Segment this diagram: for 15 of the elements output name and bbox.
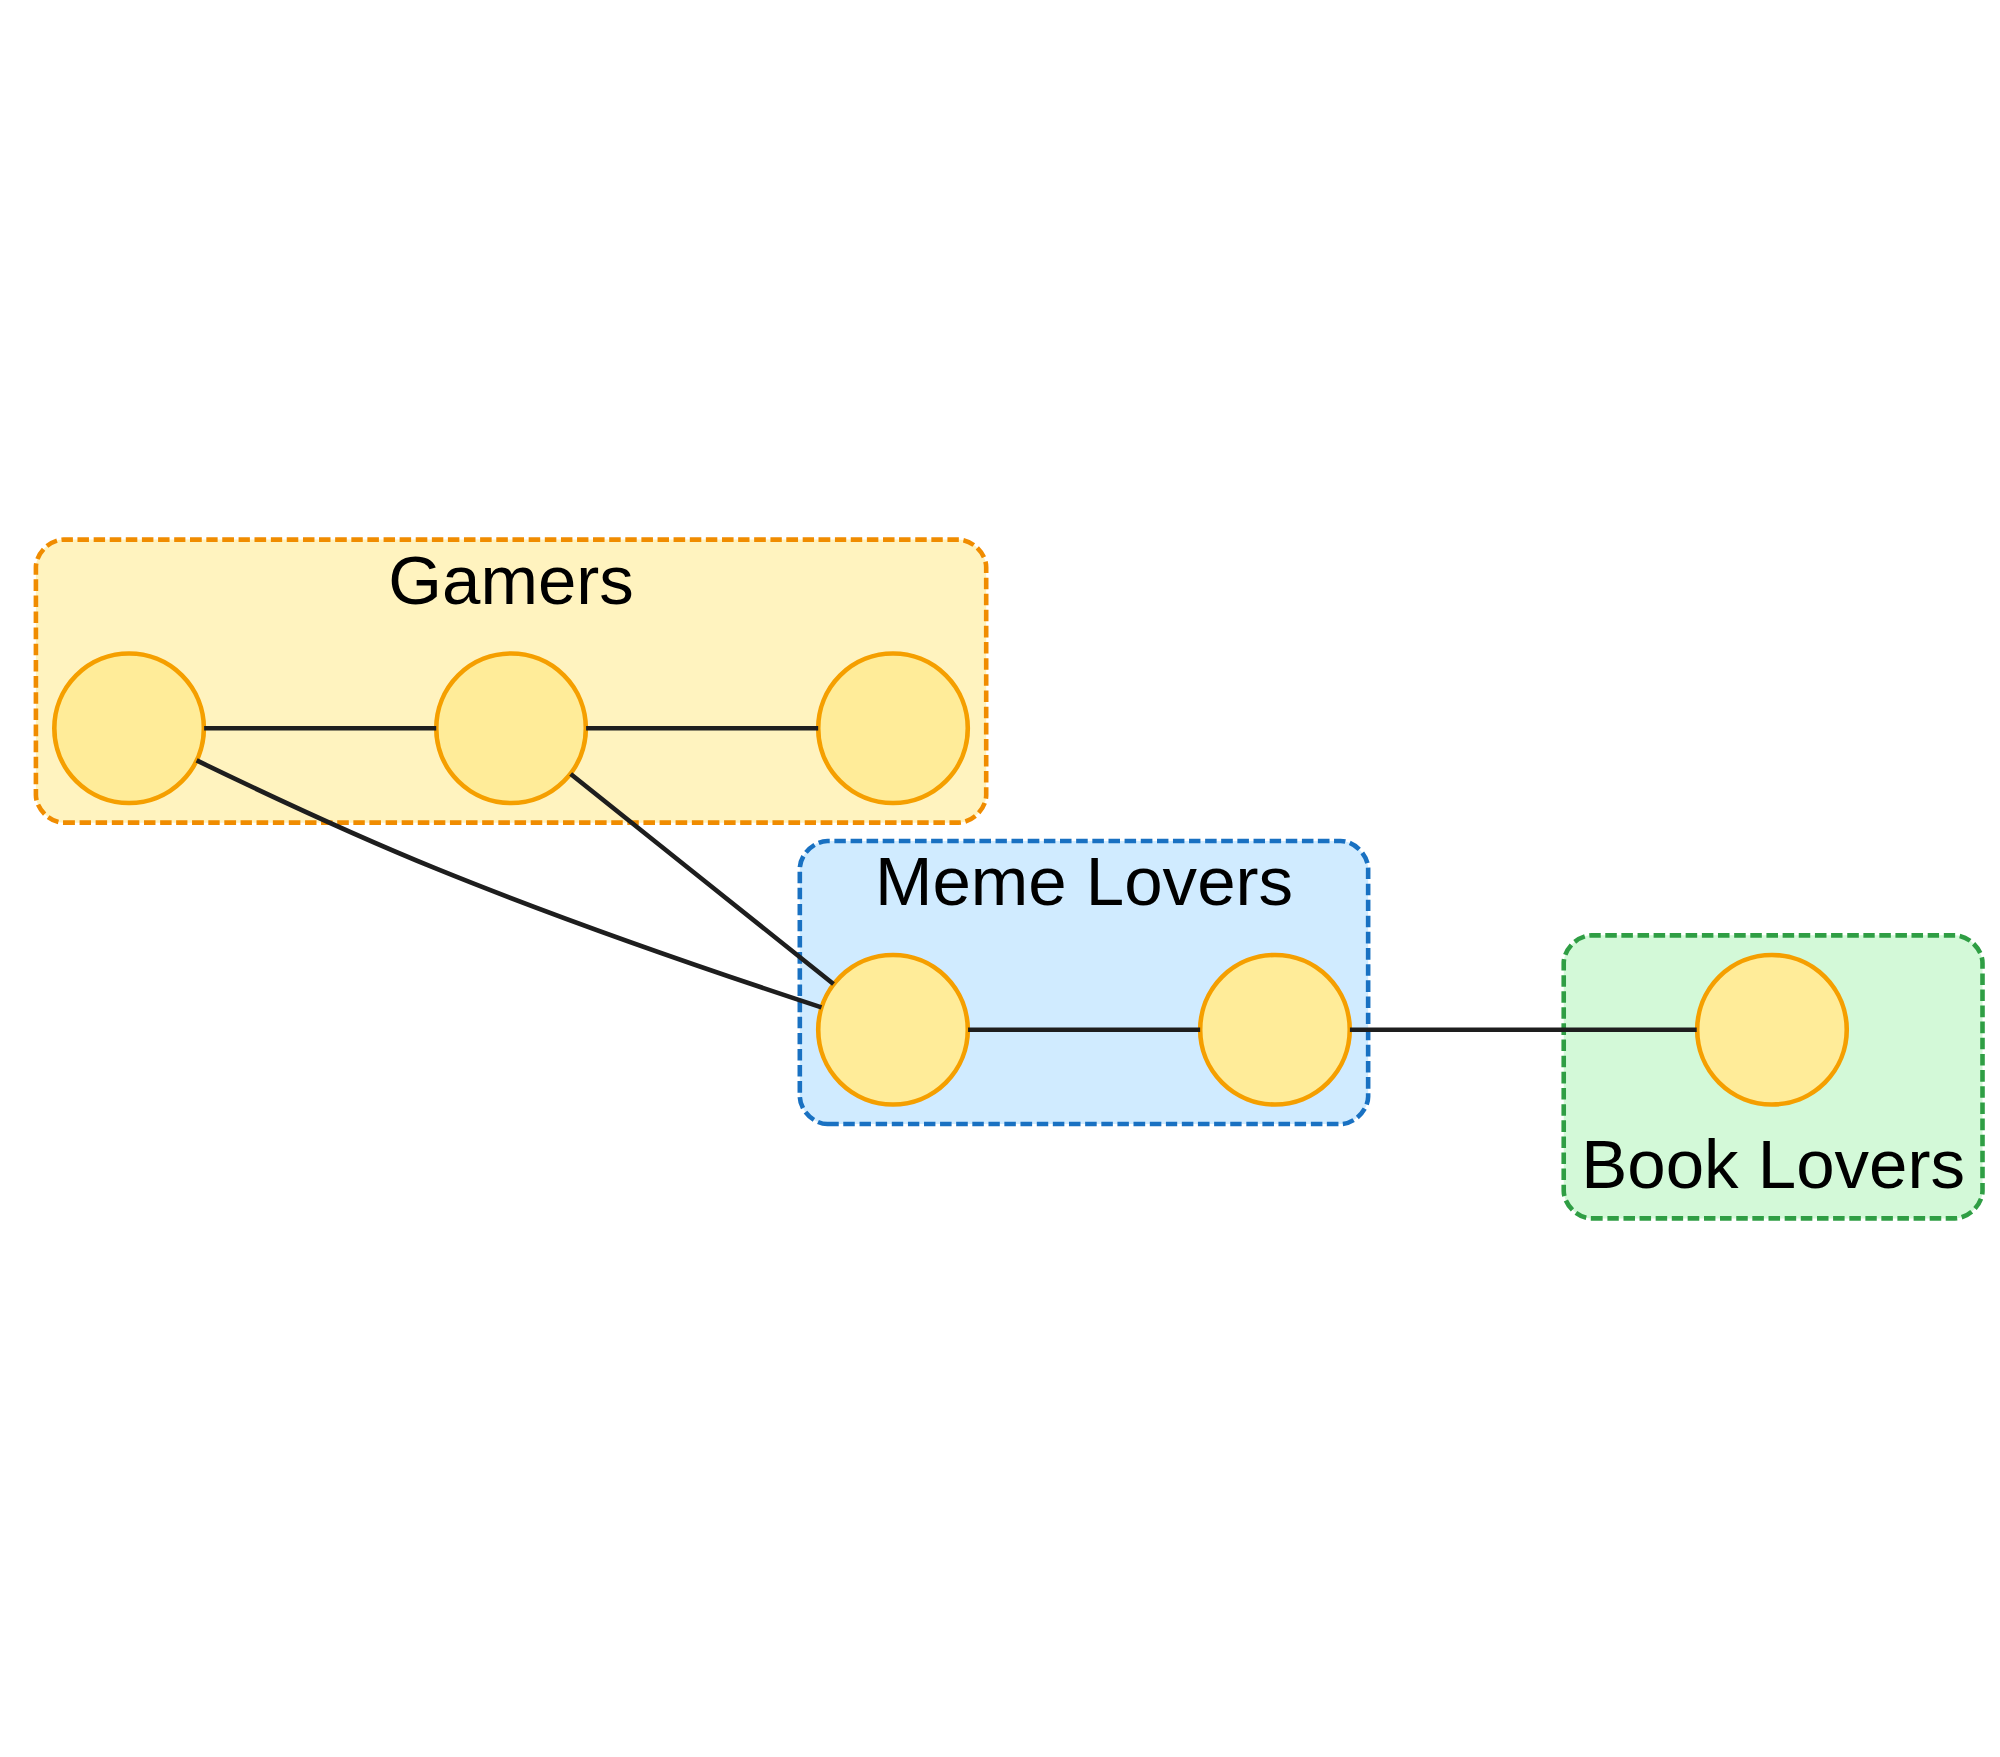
- node-circle: [1197, 952, 1353, 1107]
- node-circle: [815, 650, 971, 805]
- cluster: Gamers: [33, 536, 989, 825]
- cluster: Meme Lovers: [797, 838, 1371, 1126]
- connector: [968, 1026, 1201, 1032]
- connector: [1349, 1026, 1697, 1032]
- connector: [204, 725, 437, 731]
- node-circle: [815, 952, 971, 1107]
- node-circle: [52, 650, 207, 805]
- connector: [195, 757, 823, 1010]
- cluster: Book Lovers: [1561, 932, 1985, 1221]
- connector: [586, 725, 819, 731]
- connector: [569, 771, 835, 986]
- node-circle: [1694, 952, 1850, 1107]
- node-circle: [433, 650, 589, 805]
